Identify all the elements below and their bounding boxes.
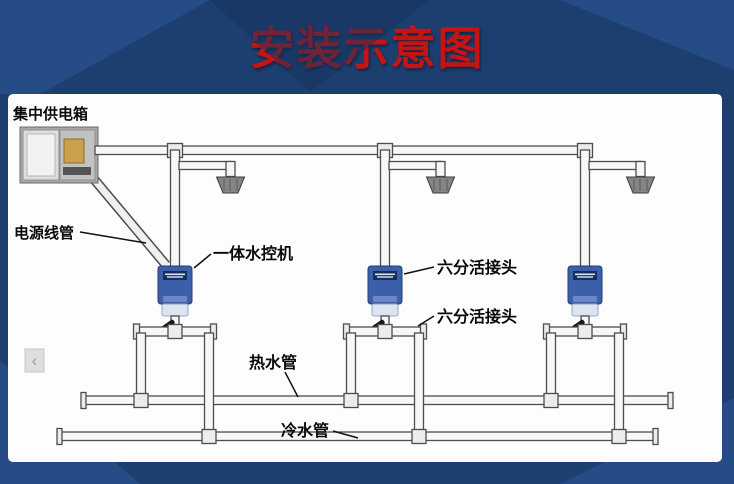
tee-fitting bbox=[377, 323, 393, 340]
elbow-fitting bbox=[435, 160, 446, 178]
shower-arm-pipe bbox=[588, 160, 642, 171]
leader-line bbox=[332, 430, 359, 439]
back-arrow-icon: ‹ bbox=[32, 351, 38, 370]
hot-drop-pipe bbox=[135, 332, 147, 404]
leader-line bbox=[403, 266, 435, 275]
shower-station bbox=[342, 142, 456, 445]
diagram-panel bbox=[8, 94, 722, 462]
cold-drop-pipe bbox=[413, 332, 425, 441]
elbow-fitting bbox=[635, 160, 646, 178]
leader-lines bbox=[79, 231, 435, 439]
water-controller bbox=[157, 265, 193, 317]
label-power-box: 集中供电箱 bbox=[12, 105, 88, 123]
label-hot-pipe: 热水管 bbox=[249, 353, 297, 372]
tee-fitting bbox=[611, 428, 627, 445]
shower-head-icon bbox=[215, 176, 246, 194]
tee-fitting bbox=[133, 392, 149, 409]
riser-pipe bbox=[169, 149, 181, 269]
leader-line bbox=[284, 371, 299, 398]
shower-arm-pipe bbox=[178, 160, 232, 171]
label-cold-pipe: 冷水管 bbox=[281, 421, 329, 440]
water-controller bbox=[367, 265, 403, 317]
leader-line bbox=[193, 253, 212, 269]
riser-pipe bbox=[379, 149, 391, 269]
shower-head-icon bbox=[425, 176, 456, 194]
tee-fitting bbox=[411, 428, 427, 445]
shower-arm-pipe bbox=[388, 160, 442, 171]
shower-station bbox=[542, 142, 656, 445]
hot-drop-pipe bbox=[545, 332, 557, 404]
power-conduit-pipe bbox=[89, 174, 170, 269]
tee-fitting bbox=[543, 392, 559, 409]
water-controller bbox=[567, 265, 603, 317]
back-arrow-button[interactable]: ‹ bbox=[24, 348, 45, 373]
power-supply-box bbox=[19, 126, 99, 184]
tee-fitting bbox=[343, 392, 359, 409]
cold-drop-pipe bbox=[203, 332, 215, 441]
label-controller: 一体水控机 bbox=[213, 244, 293, 263]
tee-fitting bbox=[201, 428, 217, 445]
tee-fitting bbox=[577, 323, 593, 340]
shower-station bbox=[132, 142, 246, 445]
label-union-bottom: 六分活接头 bbox=[437, 307, 517, 326]
label-union-top: 六分活接头 bbox=[437, 258, 517, 277]
hot-water-pipe bbox=[80, 391, 674, 410]
label-power-conduit: 电源线管 bbox=[14, 224, 74, 242]
riser-pipe bbox=[579, 149, 591, 269]
leader-line bbox=[79, 231, 147, 244]
elbow-fitting bbox=[225, 160, 236, 178]
cold-water-pipe bbox=[56, 427, 659, 446]
shower-head-icon bbox=[625, 176, 656, 194]
leader-line bbox=[417, 315, 435, 327]
cold-drop-pipe bbox=[613, 332, 625, 441]
tee-fitting bbox=[167, 323, 183, 340]
hot-drop-pipe bbox=[345, 332, 357, 404]
